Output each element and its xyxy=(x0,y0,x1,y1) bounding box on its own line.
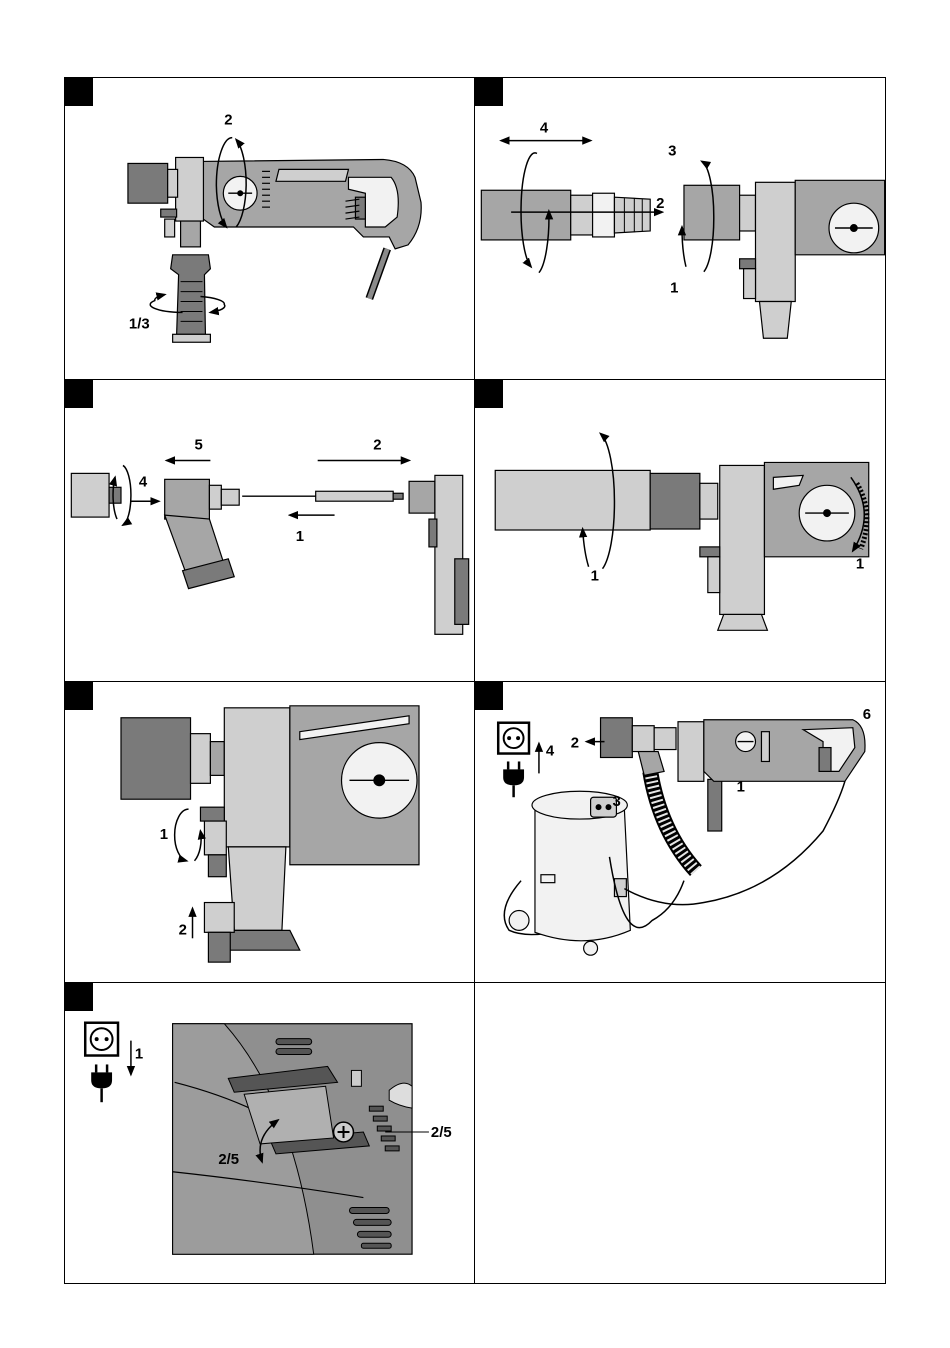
core-bit xyxy=(121,718,224,799)
step-label: 2 xyxy=(179,922,187,938)
step-label: 2 xyxy=(656,196,664,212)
drill-side-handle-illustration: 2 1/3 xyxy=(65,78,474,379)
step-label: 4 xyxy=(546,744,555,760)
figure-panel-4: 1 1 xyxy=(474,379,886,682)
step-label: 2/5 xyxy=(218,1152,239,1168)
step-label: 3 xyxy=(668,143,676,159)
step-label: 5 xyxy=(194,438,202,454)
centering-drill-illustration: 5 2 4 1 xyxy=(65,380,474,681)
step-label: 2/5 xyxy=(431,1125,452,1141)
power-socket-icon xyxy=(498,723,529,754)
step-label: 1 xyxy=(296,529,304,545)
drill-body xyxy=(216,706,419,950)
step-label: 2 xyxy=(373,438,381,454)
core-bit xyxy=(128,163,178,203)
step-label: 1 xyxy=(856,557,864,573)
dust-adapter xyxy=(165,479,240,588)
step-label: 1 xyxy=(160,827,168,843)
centering-rod xyxy=(242,491,403,501)
step-label: 1/3 xyxy=(129,316,150,332)
step-label: 1 xyxy=(135,1046,143,1062)
step-label: 1 xyxy=(670,281,678,297)
step-label: 4 xyxy=(540,121,549,137)
power-socket-icon xyxy=(85,1023,118,1056)
drill-assembly xyxy=(601,718,865,831)
rotate-arrow xyxy=(175,809,201,861)
vacuum-cleaner xyxy=(504,791,630,955)
core-bit xyxy=(684,185,756,240)
drill-body xyxy=(740,180,885,338)
step-label: 1 xyxy=(737,779,745,795)
figure-panel-8-empty xyxy=(474,982,886,1284)
step-label: 3 xyxy=(612,794,620,810)
figure-panel-1: 2 1/3 xyxy=(64,77,475,380)
drill-body xyxy=(200,159,421,248)
figure-panel-2: 4 3 2 1 xyxy=(474,77,886,380)
step-label: 6 xyxy=(863,707,871,723)
carbon-brush-cover-illustration: 2/5 2/5 1 xyxy=(65,983,474,1283)
drill-body xyxy=(409,475,469,634)
suction-hose xyxy=(650,771,696,870)
motor-housing-detail xyxy=(173,1024,412,1254)
power-cable xyxy=(369,249,387,299)
figure-panel-3: 5 2 4 1 xyxy=(64,379,475,682)
figure-panel-6: 2 4 3 6 1 xyxy=(474,681,886,983)
side-handle xyxy=(171,255,211,342)
mounted-core-bit-illustration: 1 1 xyxy=(475,380,885,681)
water-connector-illustration: 1 2 xyxy=(65,682,474,982)
drill-body xyxy=(700,462,869,630)
figure-panel-5: 1 2 xyxy=(64,681,475,983)
core-bit-adapter-illustration: 4 3 2 1 xyxy=(475,78,885,379)
extension-tube xyxy=(481,190,650,240)
power-plug-icon xyxy=(91,1064,112,1102)
step-label: 4 xyxy=(139,474,148,490)
figure-panel-7: 2/5 2/5 1 xyxy=(64,982,475,1284)
core-bit xyxy=(495,470,718,530)
step-label: 1 xyxy=(591,569,599,585)
power-plug-icon xyxy=(503,761,524,797)
step-label: 2 xyxy=(224,113,232,129)
step-label: 2 xyxy=(571,736,579,752)
dust-extraction-illustration: 2 4 3 6 1 xyxy=(475,682,885,982)
